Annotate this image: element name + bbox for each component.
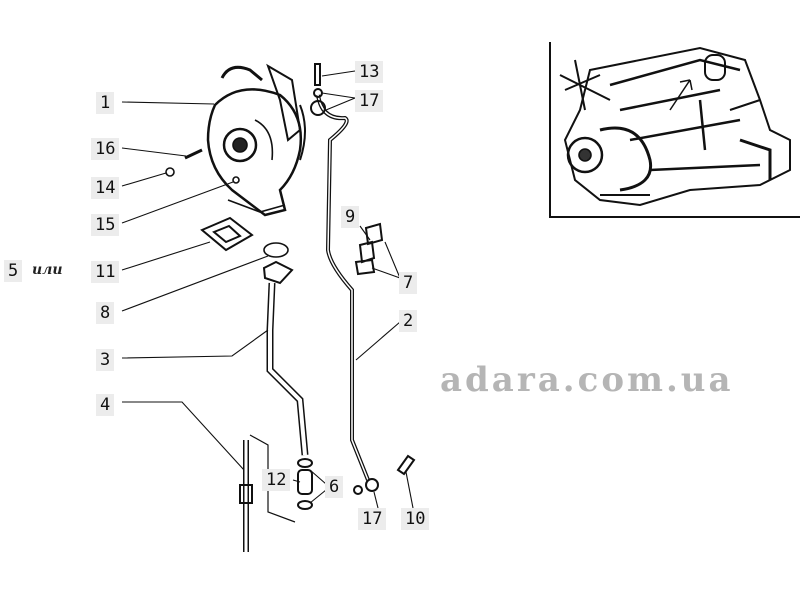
label-11: 11 bbox=[91, 261, 120, 283]
label-2: 2 bbox=[399, 310, 418, 332]
nut-14 bbox=[165, 167, 175, 177]
label-9: 9 bbox=[341, 206, 360, 228]
gasket-8 bbox=[263, 242, 289, 258]
watermark: adara.com.ua bbox=[440, 360, 734, 400]
drain-tube-3 bbox=[266, 282, 309, 456]
label-5: 5 bbox=[4, 260, 23, 282]
washer-15 bbox=[232, 176, 240, 184]
turbocharger bbox=[206, 63, 306, 217]
label-1: 1 bbox=[96, 92, 115, 114]
brackets-9-7 bbox=[354, 222, 384, 276]
label-10: 10 bbox=[401, 508, 430, 530]
label-17-bottom: 17 bbox=[358, 508, 387, 530]
label-8: 8 bbox=[96, 302, 115, 324]
bolt-13 bbox=[314, 63, 321, 86]
alt-word: или bbox=[32, 262, 63, 278]
label-16: 16 bbox=[91, 138, 120, 160]
label-15: 15 bbox=[91, 214, 120, 236]
label-6: 6 bbox=[325, 476, 344, 498]
label-4: 4 bbox=[96, 394, 115, 416]
engine-inset bbox=[549, 42, 800, 218]
label-7: 7 bbox=[399, 272, 418, 294]
stud-16 bbox=[184, 148, 203, 160]
oil-pipe-2 bbox=[316, 94, 370, 481]
label-3: 3 bbox=[96, 349, 115, 371]
hose-12 bbox=[297, 469, 313, 495]
union-10 bbox=[396, 454, 416, 476]
label-14: 14 bbox=[91, 177, 120, 199]
label-12: 12 bbox=[262, 469, 291, 491]
gasket-11 bbox=[200, 216, 254, 252]
label-13: 13 bbox=[355, 61, 384, 83]
leader-lines bbox=[121, 70, 414, 509]
label-17-top: 17 bbox=[355, 90, 384, 112]
